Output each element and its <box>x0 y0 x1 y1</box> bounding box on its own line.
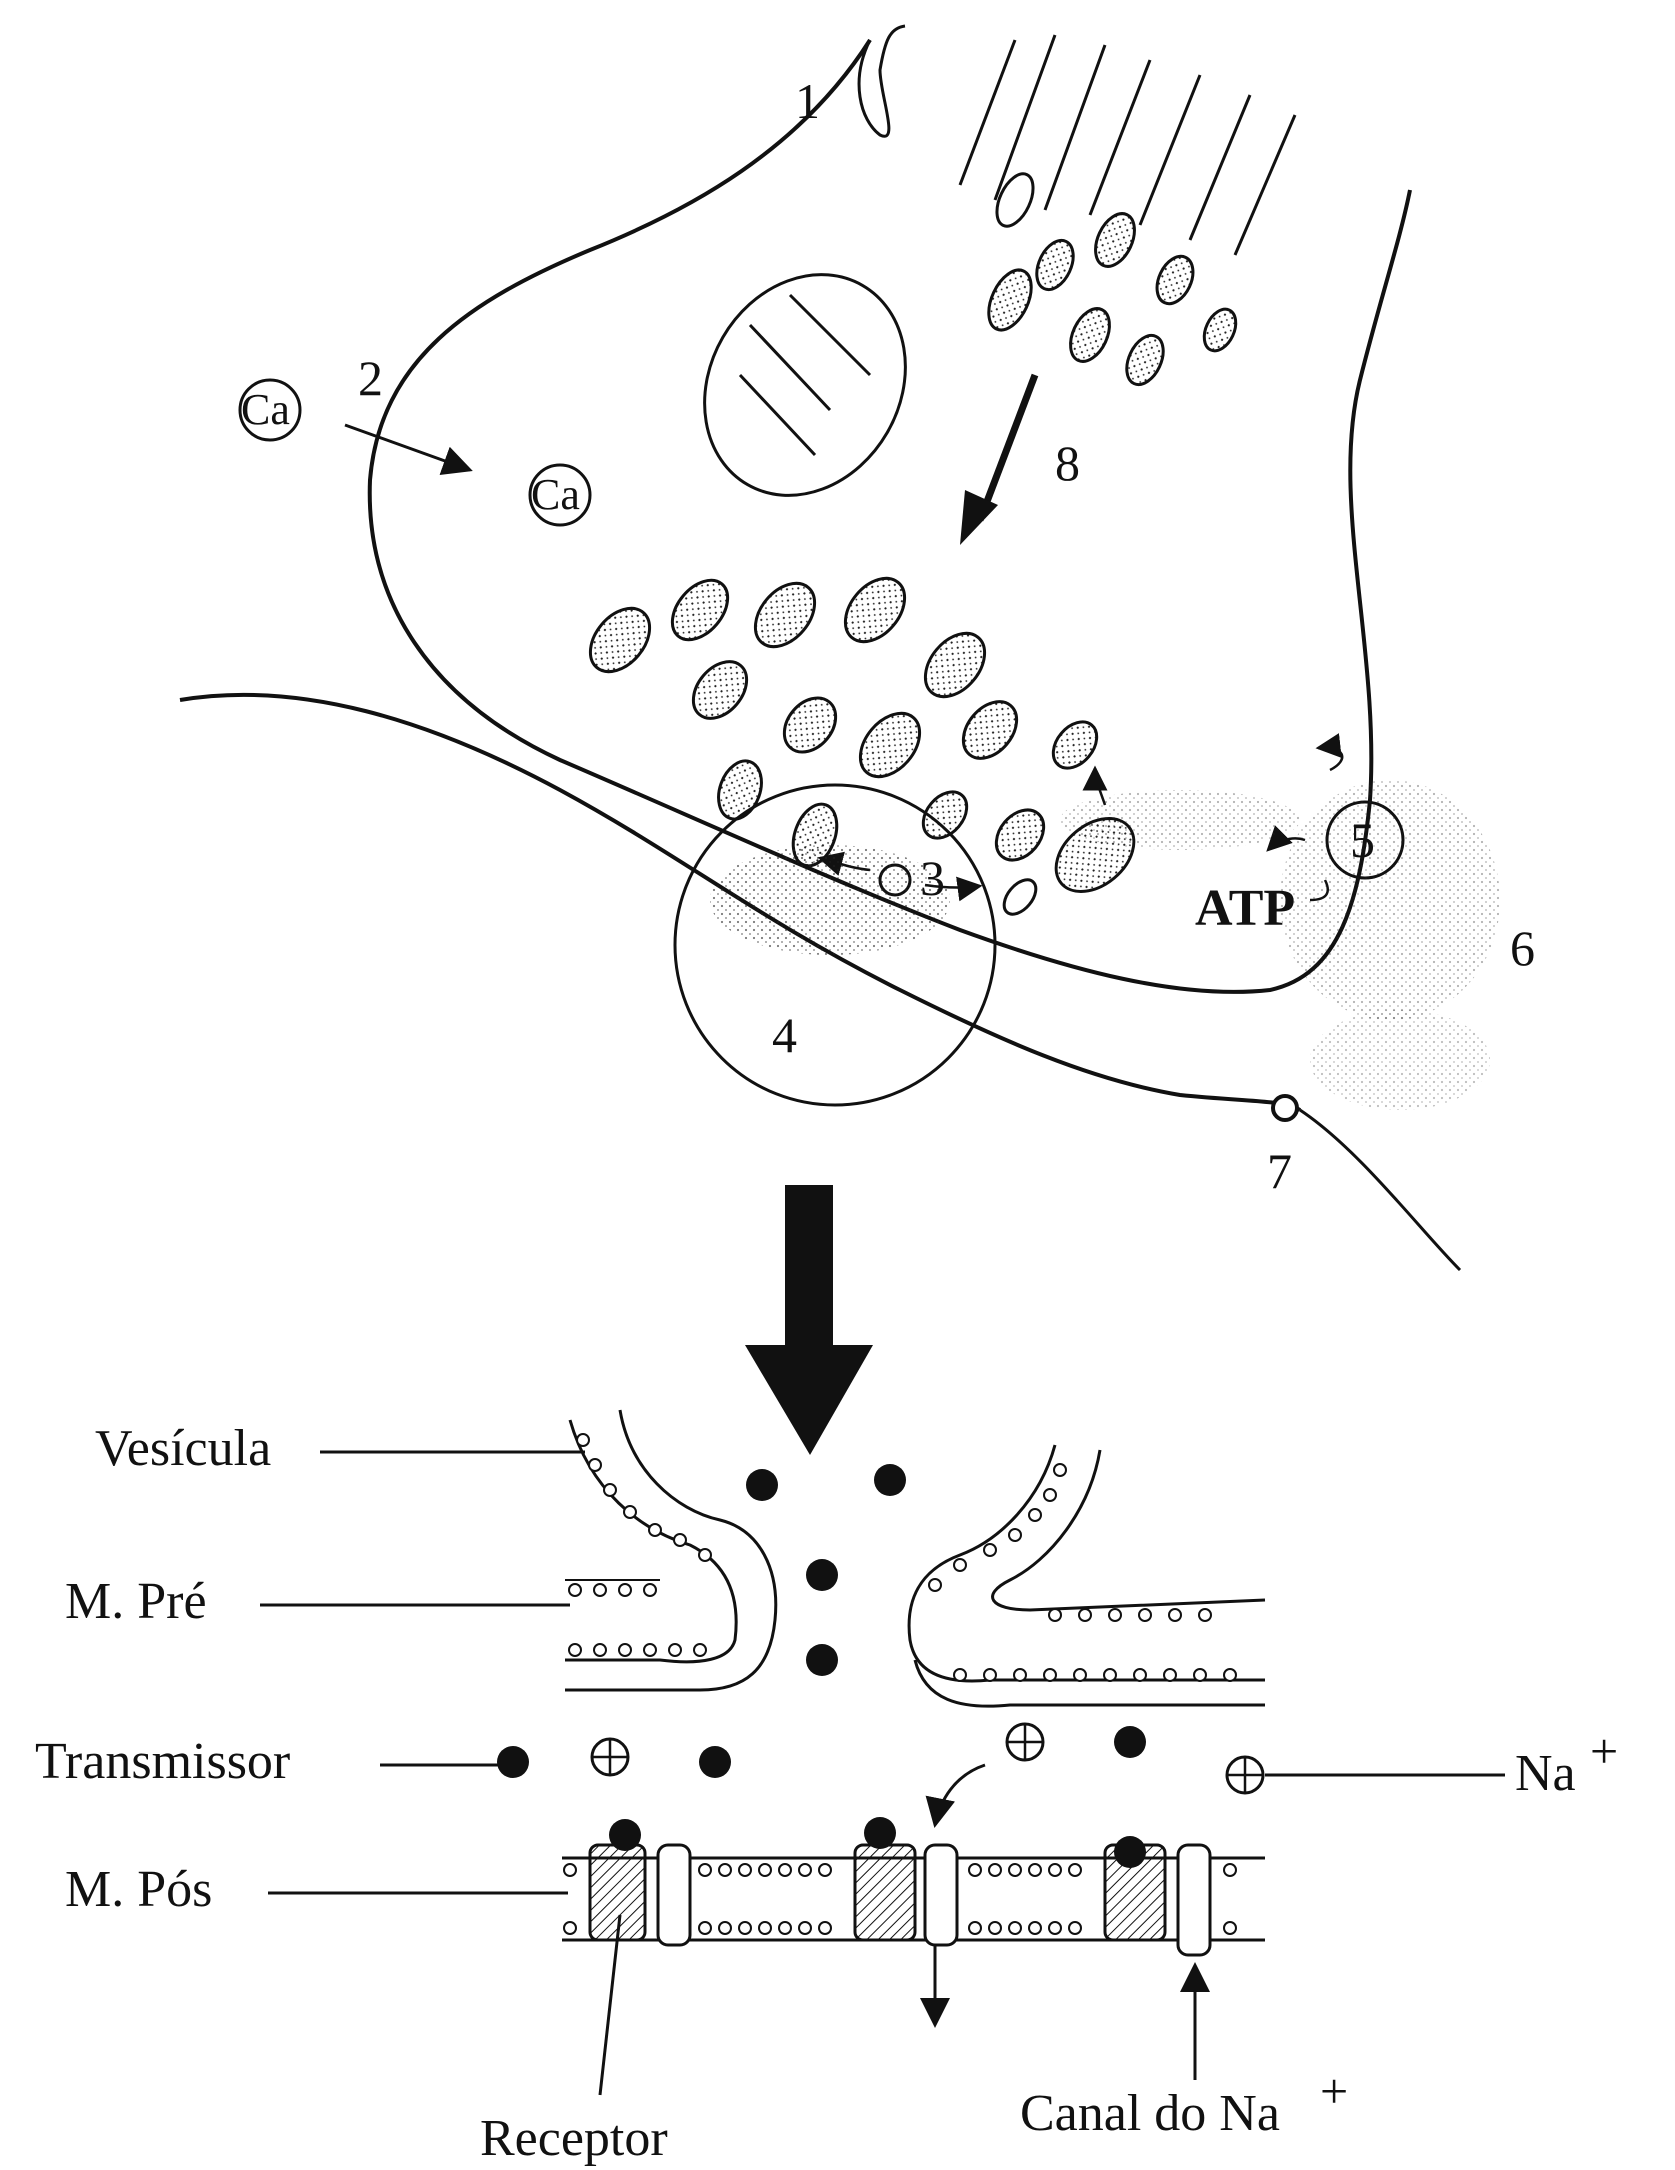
label-na-sup: + <box>1590 1723 1618 1779</box>
label-canal-sup: + <box>1320 2063 1348 2119</box>
label-5: 5 <box>1350 812 1375 868</box>
sodium-ions <box>592 1724 1263 1793</box>
label-canal: Canal do Na <box>1020 2085 1280 2142</box>
label-1: 1 <box>795 73 820 129</box>
label-ca-out: Ca <box>241 385 290 434</box>
label-ca-in: Ca <box>531 470 580 519</box>
na-channel-2 <box>925 1845 957 1945</box>
pre-membrane-right <box>909 1445 1265 1706</box>
label-atp: ATP <box>1195 880 1295 937</box>
presynaptic-terminal <box>370 26 1410 992</box>
label-3: 3 <box>920 850 945 906</box>
mitochondrion <box>665 238 945 532</box>
label-transmissor: Transmissor <box>35 1733 290 1790</box>
enzyme-site <box>1273 1096 1297 1120</box>
vesicle-cluster-upper <box>980 168 1242 390</box>
postsynaptic-membrane-tail <box>1300 1110 1460 1270</box>
transport-arrow <box>980 375 1035 520</box>
label-vesicula: Vesícula <box>95 1420 271 1477</box>
transport-arrowhead <box>960 490 998 545</box>
label-4: 4 <box>772 1007 797 1063</box>
receptor-pointer <box>600 1915 620 2095</box>
label-2: 2 <box>358 350 383 406</box>
sodium-entry-arrow <box>935 1765 985 1825</box>
label-7: 7 <box>1267 1143 1292 1199</box>
zoom-arrow <box>745 1185 873 1455</box>
presynaptic-membrane <box>370 40 1410 992</box>
label-6: 6 <box>1510 920 1535 976</box>
post-membrane <box>562 1845 1265 1955</box>
transmitter-molecules <box>497 1464 1146 1868</box>
receptor-3 <box>1105 1845 1165 1940</box>
calcium-entry-arrow <box>345 425 470 470</box>
label-8: 8 <box>1055 435 1080 491</box>
label-m-pos: M. Pós <box>65 1861 212 1918</box>
receptor-2 <box>855 1845 915 1940</box>
label-m-pre: M. Pré <box>65 1573 207 1630</box>
pre-membrane-left <box>565 1410 776 1690</box>
label-receptor: Receptor <box>480 2110 668 2167</box>
label-na: Na <box>1515 1745 1576 1802</box>
na-channel-1 <box>658 1845 690 1945</box>
na-channel-3 <box>1178 1845 1210 1955</box>
